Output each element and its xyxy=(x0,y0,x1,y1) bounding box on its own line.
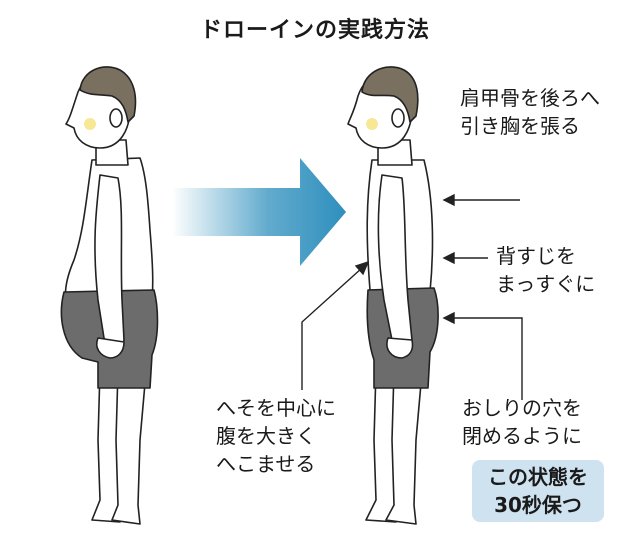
shoulder-label-line1: 肩甲骨を後ろへ xyxy=(460,86,600,110)
hips-label-line2: 閉めるように xyxy=(462,424,582,448)
figure-before xyxy=(60,66,159,525)
belly-label-line2: 腹を大きく xyxy=(216,424,316,448)
hips-label-line1: おしりの穴を xyxy=(462,396,582,420)
spine-label-line1: 背すじを xyxy=(496,244,576,268)
figure-after xyxy=(347,66,439,525)
pointer-lines xyxy=(301,193,523,400)
spine-label: 背すじを まっすぐに xyxy=(496,242,595,298)
note-line2: 30秒保つ xyxy=(494,493,582,517)
shoulder-label-line2: 引き胸を張る xyxy=(460,114,580,138)
shoulder-label: 肩甲骨を後ろへ 引き胸を張る xyxy=(460,84,600,140)
page-title: ドローインの実践方法 xyxy=(199,18,430,43)
hold-note-box: この状態を 30秒保つ xyxy=(472,460,604,522)
belly-label: へそを中心に 腹を大きく へこませる xyxy=(216,394,336,478)
note-line1: この状態を xyxy=(488,465,588,489)
belly-label-line3: へこませる xyxy=(216,452,316,476)
spine-label-line2: まっすぐに xyxy=(496,272,596,296)
belly-label-line1: へそを中心に xyxy=(216,396,336,420)
transition-arrow xyxy=(172,158,346,266)
hips-label: おしりの穴を 閉めるように xyxy=(462,394,582,450)
